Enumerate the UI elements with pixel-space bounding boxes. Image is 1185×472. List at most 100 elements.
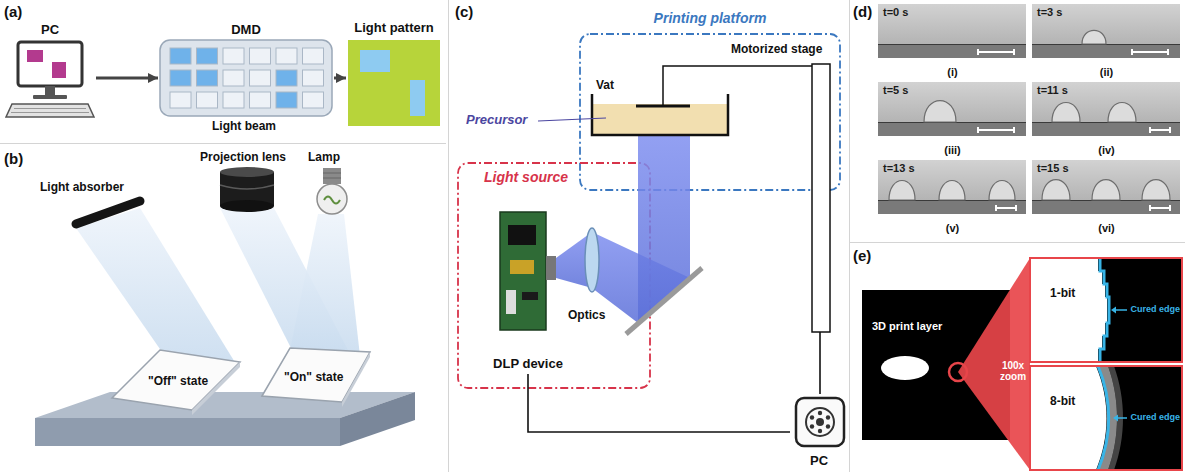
node-label: t=15 s (1037, 162, 1069, 175)
panel-label: (e) (853, 247, 871, 265)
light-pattern (410, 80, 425, 116)
dlp-board (500, 212, 546, 330)
node-label: Motorized stage (731, 42, 822, 56)
micrograph (1032, 82, 1180, 136)
zoom-box (1030, 258, 1182, 362)
scale-bar (1013, 127, 1015, 133)
micromirror (112, 350, 240, 410)
dmd-chip (303, 70, 324, 86)
micrograph (878, 4, 1180, 214)
light-pattern: Light pattern (346, 18, 442, 128)
node-label: t=3 s (1037, 6, 1062, 19)
panel-label: (d) (853, 3, 872, 21)
micrograph (878, 44, 1026, 58)
dmd-chip (223, 48, 244, 64)
micrograph (878, 44, 1026, 45)
vat (592, 94, 728, 135)
flow-arrow (96, 77, 158, 80)
droplet (1092, 180, 1120, 200)
scale-bar (1131, 49, 1133, 55)
computer-icon (826, 424, 830, 428)
light-absorber (76, 201, 140, 224)
computer-icon (18, 42, 82, 86)
panel-divider (0, 143, 446, 144)
light-source-region: Light sourceDLP device (458, 163, 650, 388)
zoom-box (1115, 309, 1127, 311)
part-label: Lamp (308, 150, 340, 164)
part-label: Light absorber (40, 180, 124, 194)
lamp (317, 168, 347, 214)
droplet (939, 181, 965, 201)
dmd-chip (197, 92, 218, 108)
dlp-board (522, 292, 538, 300)
zoom-box: 8-bitCured edge (1030, 366, 1182, 470)
droplet (1108, 103, 1136, 123)
light-pattern (360, 50, 390, 72)
panel-label: (a) (4, 3, 22, 21)
droplet (1042, 180, 1070, 200)
node-label: Light source (484, 169, 568, 186)
signal-wire (819, 332, 821, 394)
platform-region-outline (580, 34, 840, 190)
zoom-box (1030, 258, 1107, 362)
dlp-board (500, 212, 556, 330)
stage-rail (812, 64, 830, 332)
computer-icon (52, 62, 66, 78)
zoom-box (1100, 258, 1109, 362)
node-label: Cured edge (1130, 304, 1180, 315)
zoom-box (1030, 366, 1182, 470)
print-layer (881, 356, 929, 380)
dmd-chip: DMD (158, 20, 334, 118)
part-label: Vat (596, 78, 614, 92)
computer-icon (810, 424, 814, 428)
part-label: Projection lens (200, 150, 286, 164)
dmd-substrate (35, 392, 415, 446)
micrograph (1032, 4, 1180, 58)
droplet (889, 181, 915, 201)
mirror (626, 268, 702, 334)
dmd-chip (160, 40, 332, 116)
zoom-box (1030, 366, 1107, 470)
projection-lens (220, 200, 274, 212)
leader-line (538, 118, 606, 121)
build-plate (636, 66, 812, 106)
micrograph-frame: t=11 s(iv) (1032, 82, 1180, 158)
part-label: "Off" state (148, 374, 208, 388)
panel-divider (448, 0, 449, 472)
dmd-substrate (340, 392, 415, 446)
scale-bar (1149, 205, 1151, 211)
micrograph (1032, 44, 1180, 58)
computer-icon (6, 42, 94, 117)
computer-icon (796, 398, 844, 446)
node-label: (iv) (1098, 144, 1115, 157)
panel-label: (c) (455, 3, 473, 21)
micrograph (878, 4, 1026, 58)
micromirror (342, 352, 370, 407)
lamp (324, 197, 340, 204)
dmd-chip (250, 92, 271, 108)
dmd-chip (223, 92, 244, 108)
node-label: 8-bit (1050, 394, 1075, 408)
panel-divider (849, 0, 850, 472)
dmd-chip (276, 92, 297, 108)
zoom-box: 1-bitCured edge (1030, 258, 1182, 362)
computer-icon (818, 429, 822, 433)
scale-bar (995, 205, 997, 211)
uv-light-beam (638, 136, 690, 323)
micrograph-frame: t=0 s(i) (878, 4, 1026, 80)
node-label: PC (41, 22, 59, 38)
vat (592, 94, 728, 135)
scale-bar (1149, 127, 1151, 133)
dmd-chip (197, 48, 218, 64)
light-absorber (76, 201, 140, 224)
scale-bar (1013, 49, 1015, 55)
micrograph (878, 160, 1026, 214)
node-label: Printing platform (654, 10, 767, 27)
computer-icon (818, 411, 822, 415)
scale-bar (977, 127, 979, 133)
node-label: (vi) (1098, 222, 1115, 235)
zoom-label: 100x zoom (996, 360, 1030, 382)
